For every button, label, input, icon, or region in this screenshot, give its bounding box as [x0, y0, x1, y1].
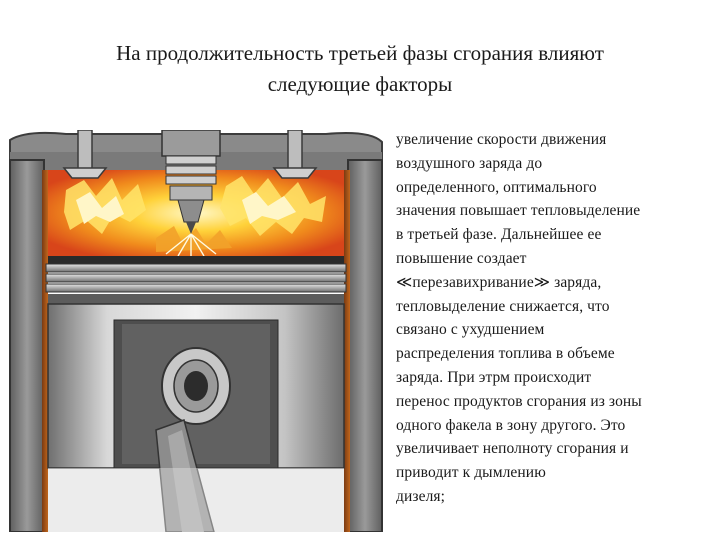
- wrist-pin: [161, 347, 231, 425]
- text-line: перенос продуктов сгорания из зоны: [396, 392, 642, 410]
- text-line: заряда. При этрм происходит: [396, 368, 592, 386]
- cylinder-walls: [9, 159, 383, 532]
- text-line: увеличение скорости движения: [396, 131, 607, 148]
- text-line: одного факела в зону другого. Это: [396, 416, 626, 434]
- text-line: связано с ухудшением: [396, 321, 545, 339]
- fuel-injector: [161, 130, 221, 234]
- text-line: увеличивает неполноту сгорания и: [396, 440, 629, 458]
- intake-valve: [62, 130, 108, 179]
- slide-title: На продолжительность третьей фазы сгоран…: [40, 38, 680, 100]
- text-line: воздушного заряда до: [396, 154, 543, 172]
- title-line: следующие факторы: [267, 72, 453, 96]
- title-line: На продолжительность третьей фазы сгоран…: [116, 41, 604, 65]
- fuel-spray: [165, 233, 217, 258]
- text-line: тепловыделение снижается, что: [396, 297, 610, 315]
- text-line: приводит к дымлению: [396, 464, 546, 482]
- piston-rings: [45, 263, 347, 304]
- piston-illustration: [6, 130, 388, 532]
- text-line: значения повышает тепловыделение: [396, 202, 641, 220]
- text-line: в третьей фазе. Дальнейшее ее: [396, 226, 602, 244]
- exhaust-valve: [272, 130, 318, 179]
- factor-description: увеличение скорости движения воздушного …: [396, 128, 714, 509]
- text-line: определенного, оптимального: [396, 178, 597, 196]
- text-line: ≪перезавихривание≫ заряда,: [396, 273, 602, 291]
- text-line: повышение создает: [396, 249, 527, 267]
- text-line: дизеля;: [396, 487, 446, 505]
- cylinder-bottom: [48, 468, 344, 532]
- text-line: распределения топлива в объеме: [396, 345, 615, 363]
- piston-crown-gap: [48, 256, 344, 264]
